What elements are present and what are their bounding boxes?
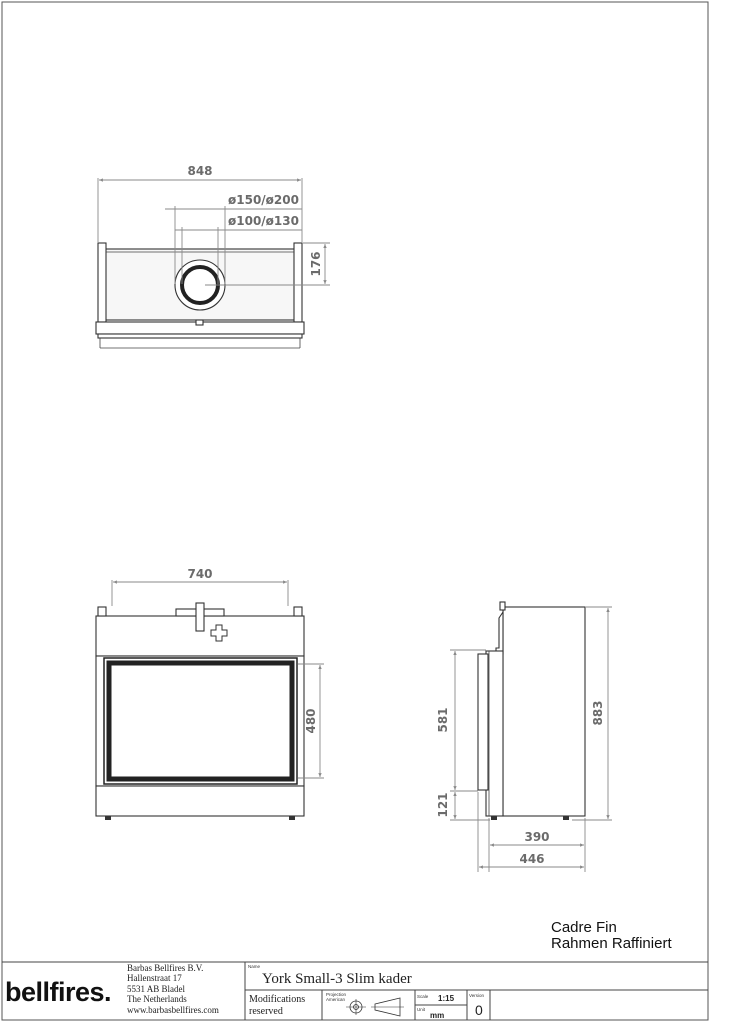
side-window-height-label: 581 — [436, 707, 450, 732]
flue-outer-dimension-label: ø150/ø200 — [228, 193, 299, 207]
company-city: 5531 AB Bladel — [127, 984, 185, 994]
projection-caption-2: American — [326, 997, 346, 1002]
flue-inner-dimension-label: ø100/ø130 — [228, 214, 299, 228]
product-name: York Small-3 Slim kader — [262, 971, 412, 987]
caption-line-2: Rahmen Raffiniert — [551, 935, 672, 952]
caption-line-1: Cadre Fin — [551, 919, 617, 936]
company-name: Barbas Bellfires B.V. — [127, 963, 203, 973]
projection-symbol-icon — [346, 997, 404, 1017]
version-caption: Version — [469, 993, 485, 998]
unit-value: mm — [430, 1011, 444, 1020]
company-street: Hallenstraat 17 — [127, 973, 182, 983]
side-view: 883 581 121 390 446 — [436, 601, 612, 872]
front-width-label: 740 — [187, 567, 212, 581]
top-width-label: 848 — [187, 164, 212, 178]
gas-connection-symbol — [210, 624, 228, 642]
top-view: 848 ø150/ø200 ø100/ø130 176 — [95, 164, 330, 349]
version-value: 0 — [475, 1002, 483, 1018]
projection-caption-1: Projection — [326, 992, 347, 997]
glass-frame-inner — [106, 660, 295, 782]
side-total-height-label: 883 — [591, 700, 605, 725]
front-view: 740 480 — [95, 567, 324, 820]
scale-caption: Scale — [417, 994, 429, 999]
modifications-line-1: Modifications — [249, 994, 305, 1005]
name-caption: Name — [248, 964, 261, 969]
unit-caption: Unit — [417, 1007, 426, 1012]
title-block: bellfires. Barbas Bellfires B.V. Hallens… — [2, 961, 708, 1020]
flue-offset-label: 176 — [309, 251, 323, 276]
side-depth-outer-label: 446 — [519, 852, 544, 866]
front-window-height-label: 480 — [304, 708, 318, 733]
bellfires-logo: bellfires. — [5, 977, 111, 1007]
company-website: www.barbasbellfires.com — [127, 1005, 219, 1015]
modifications-line-2: reserved — [249, 1006, 283, 1017]
side-depth-inner-label: 390 — [524, 830, 549, 844]
scale-value: 1:15 — [438, 994, 455, 1003]
sheet-border — [1, 1, 709, 1021]
company-country: The Netherlands — [127, 994, 187, 1004]
side-base-height-label: 121 — [436, 792, 450, 817]
